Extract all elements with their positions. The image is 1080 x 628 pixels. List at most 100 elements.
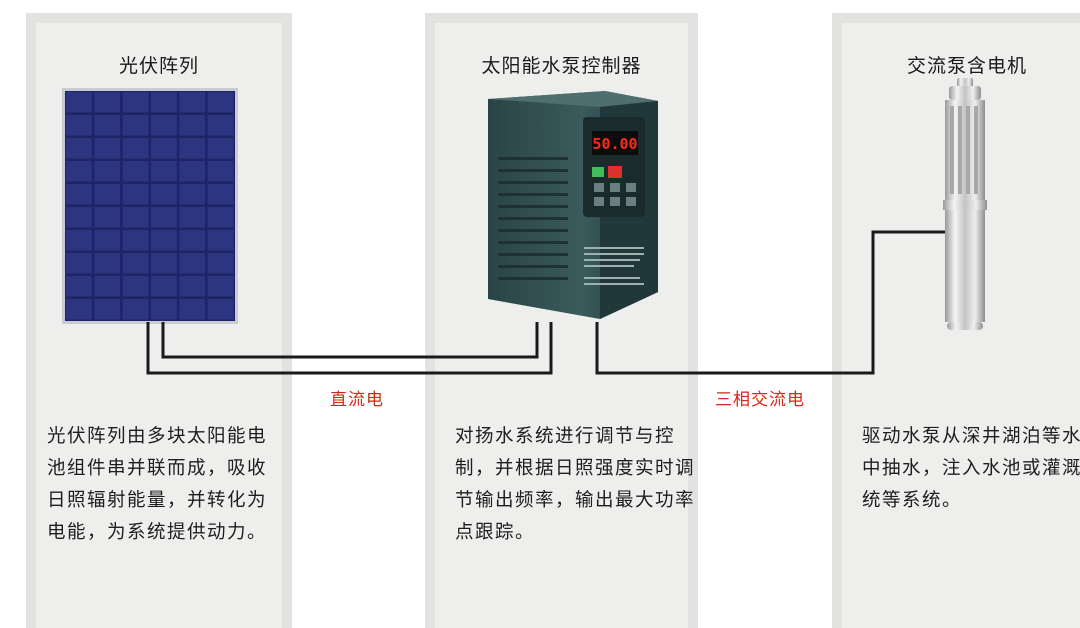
solar-cell [94, 161, 121, 182]
solar-cell [122, 92, 149, 113]
dc-label: 直流电 [330, 390, 384, 410]
solar-cell [94, 207, 121, 228]
solar-cell [94, 115, 121, 136]
solar-cell [179, 138, 206, 159]
solar-cell [66, 207, 92, 228]
solar-cell [122, 184, 149, 205]
solar-grid [66, 92, 234, 320]
solar-cell [151, 92, 177, 113]
solar-cell [207, 207, 234, 228]
solar-cell [207, 276, 234, 297]
pump-slot [974, 106, 978, 194]
key-icon [594, 197, 604, 206]
solar-cell [179, 299, 206, 320]
vent-slot [498, 241, 568, 244]
controller-display-readout: 50.00 [592, 135, 637, 153]
solar-cell [122, 230, 149, 251]
solar-cell [66, 115, 92, 136]
vent-slot [498, 157, 568, 160]
vent-slot [498, 193, 568, 196]
solar-cell [66, 161, 92, 182]
key-icon [626, 197, 636, 206]
solar-cell [122, 253, 149, 274]
solar-cell [94, 230, 121, 251]
ac-wire [595, 230, 945, 375]
ac-label: 三相交流电 [715, 390, 805, 410]
solar-cell [179, 184, 206, 205]
solar-cell [179, 115, 206, 136]
solar-cell [151, 138, 177, 159]
panel-title: 交流泵含电机 [906, 55, 1027, 77]
solar-cell [207, 230, 234, 251]
key-icon [610, 197, 620, 206]
vent-slot [498, 265, 568, 268]
vent-slot [498, 253, 568, 256]
solar-cell [151, 184, 177, 205]
solar-cell [122, 276, 149, 297]
controller-vents [498, 157, 568, 280]
solar-cell [179, 230, 206, 251]
pump-base [947, 322, 983, 330]
ac-pump-image [943, 78, 987, 330]
vent-slot [498, 181, 568, 184]
stop-key-icon [608, 166, 622, 178]
key-icon [626, 183, 636, 192]
solar-cell [94, 138, 121, 159]
solar-panel-image [62, 88, 238, 324]
controller-top [488, 91, 658, 107]
panel-description: 驱动水泵从深井湖泊等水源中抽水，注入水池或灌溉系统等系统。 [862, 426, 1080, 511]
pump-intake-slots [950, 106, 978, 194]
solar-cell [122, 207, 149, 228]
key-icon [594, 183, 604, 192]
pump-outlet [957, 78, 973, 88]
pump-slot [950, 106, 954, 194]
solar-cells [65, 91, 235, 321]
solar-cell [207, 184, 234, 205]
solar-cell [66, 299, 92, 320]
pump-motor [945, 210, 985, 322]
solar-cell [66, 276, 92, 297]
solar-cell [122, 138, 149, 159]
solar-cell [94, 92, 121, 113]
controller-display [592, 131, 638, 155]
dc-wire-outer [146, 322, 553, 375]
vent-slot [498, 217, 568, 220]
solar-cell [151, 161, 177, 182]
panel-description: 光伏阵列由多块太阳能电池组件串并联而成，吸收日照辐射能量，并转化为电能，为系统提… [47, 426, 268, 543]
pump-head [949, 86, 981, 100]
solar-cell [179, 207, 206, 228]
solar-cell [207, 161, 234, 182]
solar-cell [207, 253, 234, 274]
solar-cell [66, 184, 92, 205]
panel-title: 太阳能水泵控制器 [481, 55, 642, 77]
solar-cell [179, 253, 206, 274]
vent-slot [498, 205, 568, 208]
solar-cell [179, 161, 206, 182]
solar-cell [207, 92, 234, 113]
solar-cell [94, 276, 121, 297]
run-key-icon [592, 167, 604, 177]
pump-slot [966, 106, 970, 194]
panel-title: 光伏阵列 [118, 55, 199, 77]
controller-label-lines [584, 247, 644, 285]
solar-cell [179, 92, 206, 113]
pump-controller-image: 50.00 [488, 91, 658, 319]
solar-cell [122, 115, 149, 136]
solar-cell [151, 299, 177, 320]
solar-cell [151, 207, 177, 228]
solar-cell [94, 299, 121, 320]
solar-cell [207, 299, 234, 320]
solar-cell [151, 253, 177, 274]
dc-wire-inner [161, 322, 539, 359]
solar-cell [66, 92, 92, 113]
solar-cell [66, 230, 92, 251]
pump-joint [943, 200, 987, 210]
solar-cell [207, 138, 234, 159]
solar-cell [151, 230, 177, 251]
solar-cell [94, 253, 121, 274]
vent-slot [498, 169, 568, 172]
vent-slot [498, 277, 568, 280]
vent-slot [498, 229, 568, 232]
wires [146, 230, 945, 375]
